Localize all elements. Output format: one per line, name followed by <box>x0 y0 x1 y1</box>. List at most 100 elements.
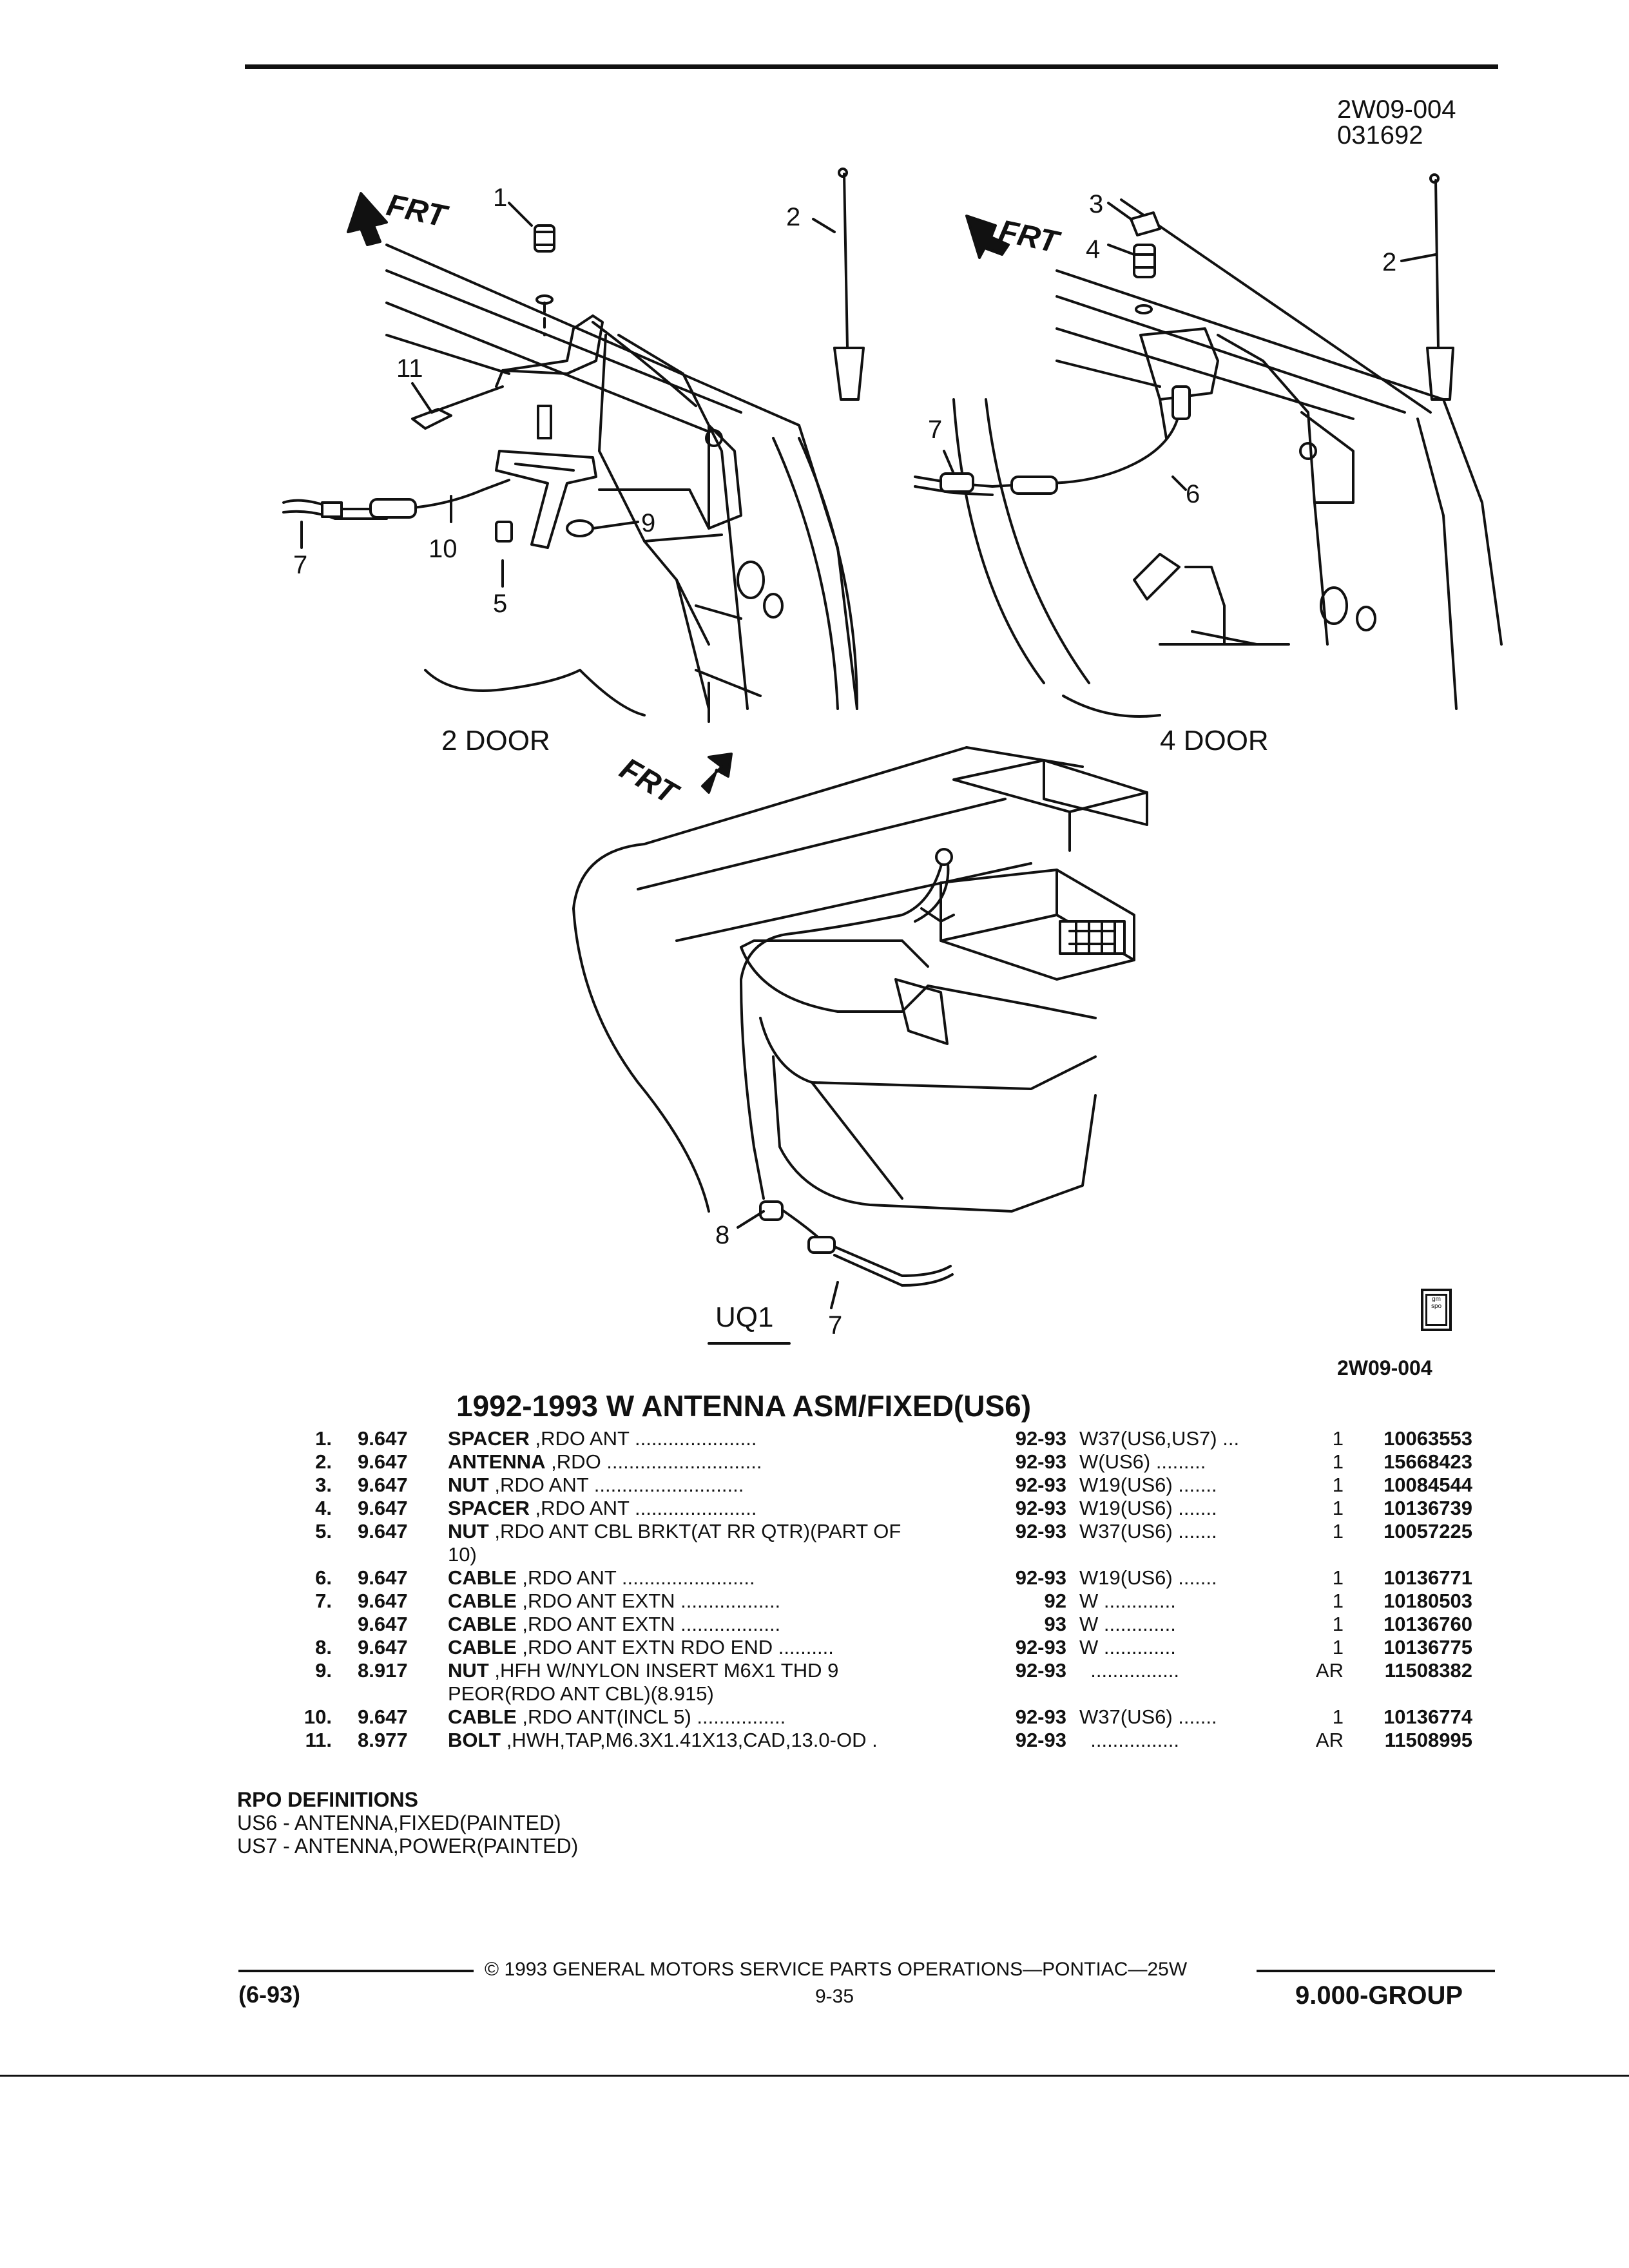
quantity: AR <box>1315 1659 1344 1682</box>
rpo-item-us6: US6 - ANTENNA,FIXED(PAINTED) <box>237 1811 561 1834</box>
quantity: 1 <box>1332 1590 1344 1612</box>
part-name: NUT ,RDO ANT CBL BRKT(AT RR QTR)(PART OF <box>448 1520 983 1543</box>
group-number: 9.647 <box>358 1497 408 1519</box>
callout-9: 9 <box>641 509 656 537</box>
item-number: 11. <box>305 1729 332 1751</box>
rpo-heading: RPO DEFINITIONS <box>237 1788 418 1811</box>
item-number <box>255 1613 358 1636</box>
quantity: 1 <box>1332 1450 1344 1473</box>
quantity: AR <box>1315 1729 1344 1751</box>
four-door-view <box>914 173 1503 718</box>
model-usage <box>1079 1543 1305 1566</box>
part-number: 11508382 <box>1384 1659 1472 1682</box>
callout-1: 1 <box>493 184 508 212</box>
group-number: 9.647 <box>358 1450 408 1473</box>
callout-2a: 2 <box>786 203 801 231</box>
footer-rule-left <box>238 1970 474 1972</box>
part-name: 10) <box>448 1543 983 1566</box>
part-number: 10180503 <box>1383 1590 1472 1612</box>
callout-7b: 7 <box>928 416 943 444</box>
item-number: 4. <box>315 1497 332 1519</box>
callout-8: 8 <box>715 1221 730 1249</box>
part-number: 10136774 <box>1383 1706 1472 1728</box>
label-4-door: 4 DOOR <box>1160 725 1269 756</box>
uq1-view <box>572 746 1148 1345</box>
part-name-bold: CABLE <box>448 1636 517 1658</box>
group-number: 9.647 <box>358 1566 408 1589</box>
item-number: 7. <box>315 1590 332 1612</box>
table-row: PEOR(RDO ANT CBL)(8.915) <box>255 1682 1472 1706</box>
part-name-bold: SPACER <box>448 1427 530 1450</box>
part-name: CABLE ,RDO ANT(INCL 5) ................ <box>448 1706 983 1729</box>
part-number: 10136771 <box>1383 1566 1472 1589</box>
part-name-bold: CABLE <box>448 1613 517 1635</box>
part-description: PEOR(RDO ANT CBL)(8.915) <box>448 1682 714 1705</box>
quantity: 1 <box>1332 1520 1344 1542</box>
part-description: ,RDO ANT ........................ <box>516 1566 755 1589</box>
footer-group: 9.000-GROUP <box>1295 1981 1463 2010</box>
model-usage: W19(US6) ....... <box>1079 1474 1217 1496</box>
model-usage: W19(US6) ....... <box>1079 1566 1217 1589</box>
part-description: ,RDO ANT EXTN .................. <box>516 1613 781 1635</box>
part-number: 10084544 <box>1383 1474 1472 1496</box>
part-name-bold: NUT <box>448 1474 489 1496</box>
callout-6: 6 <box>1186 480 1200 508</box>
part-description: ,RDO ANT CBL BRKT(AT RR QTR)(PART OF <box>488 1520 901 1542</box>
part-name: BOLT ,HWH,TAP,M6.3X1.41X13,CAD,13.0-OD . <box>448 1729 983 1752</box>
part-number <box>1344 1682 1472 1706</box>
model-usage: W37(US6) ....... <box>1079 1706 1217 1728</box>
model-years: 92-93 <box>1015 1729 1066 1751</box>
part-description: ,RDO ANT ........................... <box>488 1474 744 1496</box>
item-number <box>255 1543 358 1566</box>
part-number: 15668423 <box>1383 1450 1472 1473</box>
model-usage: W ............. <box>1079 1613 1176 1635</box>
part-name-bold: ANTENNA <box>448 1450 546 1473</box>
footer-page: 9-35 <box>815 1986 854 2007</box>
gm-spo-logo: gm spo <box>1421 1289 1452 1331</box>
label-2-door: 2 DOOR <box>441 725 550 756</box>
antenna-illustration <box>282 168 1503 1345</box>
quantity: 1 <box>1332 1706 1344 1728</box>
part-description: ,RDO ANT ...................... <box>529 1497 757 1519</box>
part-name: ANTENNA ,RDO ...........................… <box>448 1450 983 1474</box>
item-number: 9. <box>315 1659 332 1682</box>
group-number: 9.647 <box>358 1427 408 1450</box>
item-number: 5. <box>315 1520 332 1542</box>
part-name: CABLE ,RDO ANT EXTN RDO END .......... <box>448 1636 983 1659</box>
group-number: 9.647 <box>358 1706 408 1728</box>
item-number <box>255 1682 358 1706</box>
item-number: 10. <box>304 1706 332 1728</box>
callout-11: 11 <box>396 354 423 383</box>
rpo-item-us7: US7 - ANTENNA,POWER(PAINTED) <box>237 1834 579 1858</box>
callout-3: 3 <box>1089 190 1104 218</box>
part-number: 10136760 <box>1383 1613 1472 1635</box>
group-number <box>358 1543 448 1566</box>
model-years: 92-93 <box>1015 1520 1066 1542</box>
group-number: 8.917 <box>358 1659 408 1682</box>
model-years: 92 <box>1044 1590 1066 1612</box>
part-description: ,RDO ANT ...................... <box>529 1427 757 1450</box>
part-name-bold: SPACER <box>448 1497 530 1519</box>
part-description: ,HWH,TAP,M6.3X1.41X13,CAD,13.0-OD . <box>501 1729 878 1751</box>
item-number: 3. <box>315 1474 332 1496</box>
quantity <box>1305 1682 1344 1706</box>
part-description: ,RDO ANT EXTN RDO END .......... <box>516 1636 834 1658</box>
model-years: 92-93 <box>1015 1706 1066 1728</box>
table-row: 10) <box>255 1543 1472 1566</box>
model-years: 92-93 <box>1015 1450 1066 1473</box>
figure-id: 2W09-004 <box>1337 1356 1432 1379</box>
part-name: CABLE ,RDO ANT EXTN .................. <box>448 1590 983 1613</box>
part-number: 11508995 <box>1384 1729 1472 1751</box>
part-description: 10) <box>448 1543 477 1566</box>
item-number: 2. <box>315 1450 332 1473</box>
part-number: 10136775 <box>1383 1636 1472 1658</box>
footer-copyright: © 1993 GENERAL MOTORS SERVICE PARTS OPER… <box>485 1959 1188 1980</box>
